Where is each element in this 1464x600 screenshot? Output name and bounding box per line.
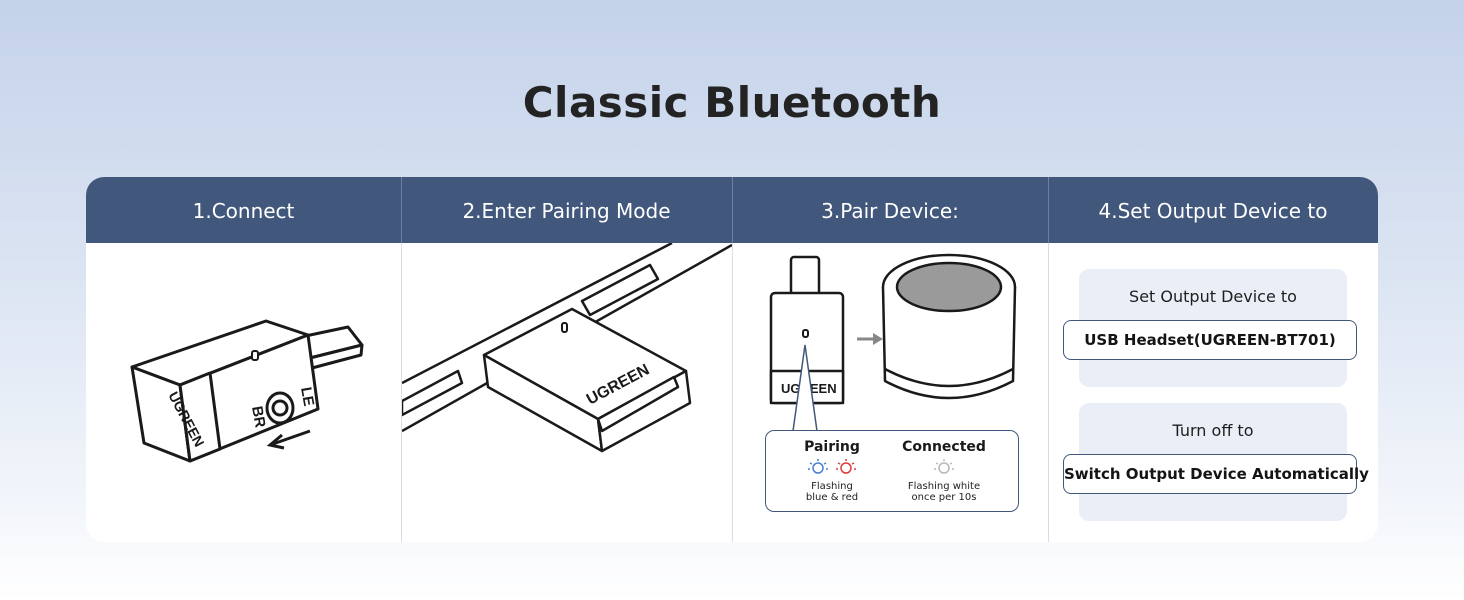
column-divider	[401, 177, 402, 542]
switch-label-br: BR	[248, 405, 269, 429]
switch-output-auto-field[interactable]: Switch Output Device Automatically	[1063, 454, 1369, 494]
pairing-desc-line2: blue & red	[805, 492, 859, 503]
connected-desc-line2: once per 10s	[911, 492, 977, 503]
set-output-box: Set Output Device to USB Headset(UGREEN-…	[1063, 269, 1357, 387]
step-4-panel: Set Output Device to USB Headset(UGREEN-…	[1049, 243, 1378, 542]
column-divider	[732, 177, 733, 542]
led-status-legend: Pairing Flashing blue & red Connecte	[765, 430, 1019, 512]
connected-desc: Flashing white once per 10s	[892, 481, 996, 503]
pairing-title: Pairing	[804, 439, 860, 455]
step-2-title: 2.Enter Pairing Mode	[462, 199, 671, 223]
step-3-title: 3.Pair Device:	[821, 199, 959, 223]
red-led-icon	[836, 459, 856, 474]
blue-led-icon	[808, 459, 828, 474]
pairing-led-icons	[806, 458, 862, 478]
steps-card: 1.Connect 2.Enter Pairing Mode 3.Pair De…	[86, 177, 1378, 542]
step-3-panel: UGREEN Pairing Flashing	[733, 243, 1048, 542]
set-output-device-field[interactable]: USB Headset(UGREEN-BT701)	[1063, 320, 1357, 360]
step-1-title: 1.Connect	[192, 199, 295, 223]
laptop-port-illustration: UGREEN	[402, 243, 732, 453]
connected-led-icons	[932, 458, 956, 478]
connected-title: Connected	[902, 439, 986, 455]
turn-off-label: Turn off to	[1172, 421, 1254, 440]
pairing-desc: Flashing blue & red	[782, 481, 882, 503]
header-divider	[401, 177, 402, 243]
turn-off-box: Turn off to Switch Output Device Automat…	[1063, 403, 1369, 521]
white-led-icon	[934, 459, 954, 474]
step-1-panel: UGREEN LE BR	[86, 243, 401, 542]
switch-label-le: LE	[297, 386, 317, 408]
set-output-label: Set Output Device to	[1129, 287, 1297, 306]
step-4-title: 4.Set Output Device to	[1098, 199, 1328, 223]
header-divider	[732, 177, 733, 243]
connected-desc-line1: Flashing white	[907, 481, 981, 492]
pair-illustration: UGREEN	[769, 253, 1017, 432]
usb-adapter-illustration: UGREEN LE BR	[130, 319, 364, 463]
page-title: Classic Bluetooth	[522, 78, 942, 127]
step-2-panel: UGREEN	[402, 243, 732, 542]
pairing-desc-line1: Flashing	[811, 481, 853, 492]
header-divider	[1048, 177, 1049, 243]
column-divider	[1048, 177, 1049, 542]
